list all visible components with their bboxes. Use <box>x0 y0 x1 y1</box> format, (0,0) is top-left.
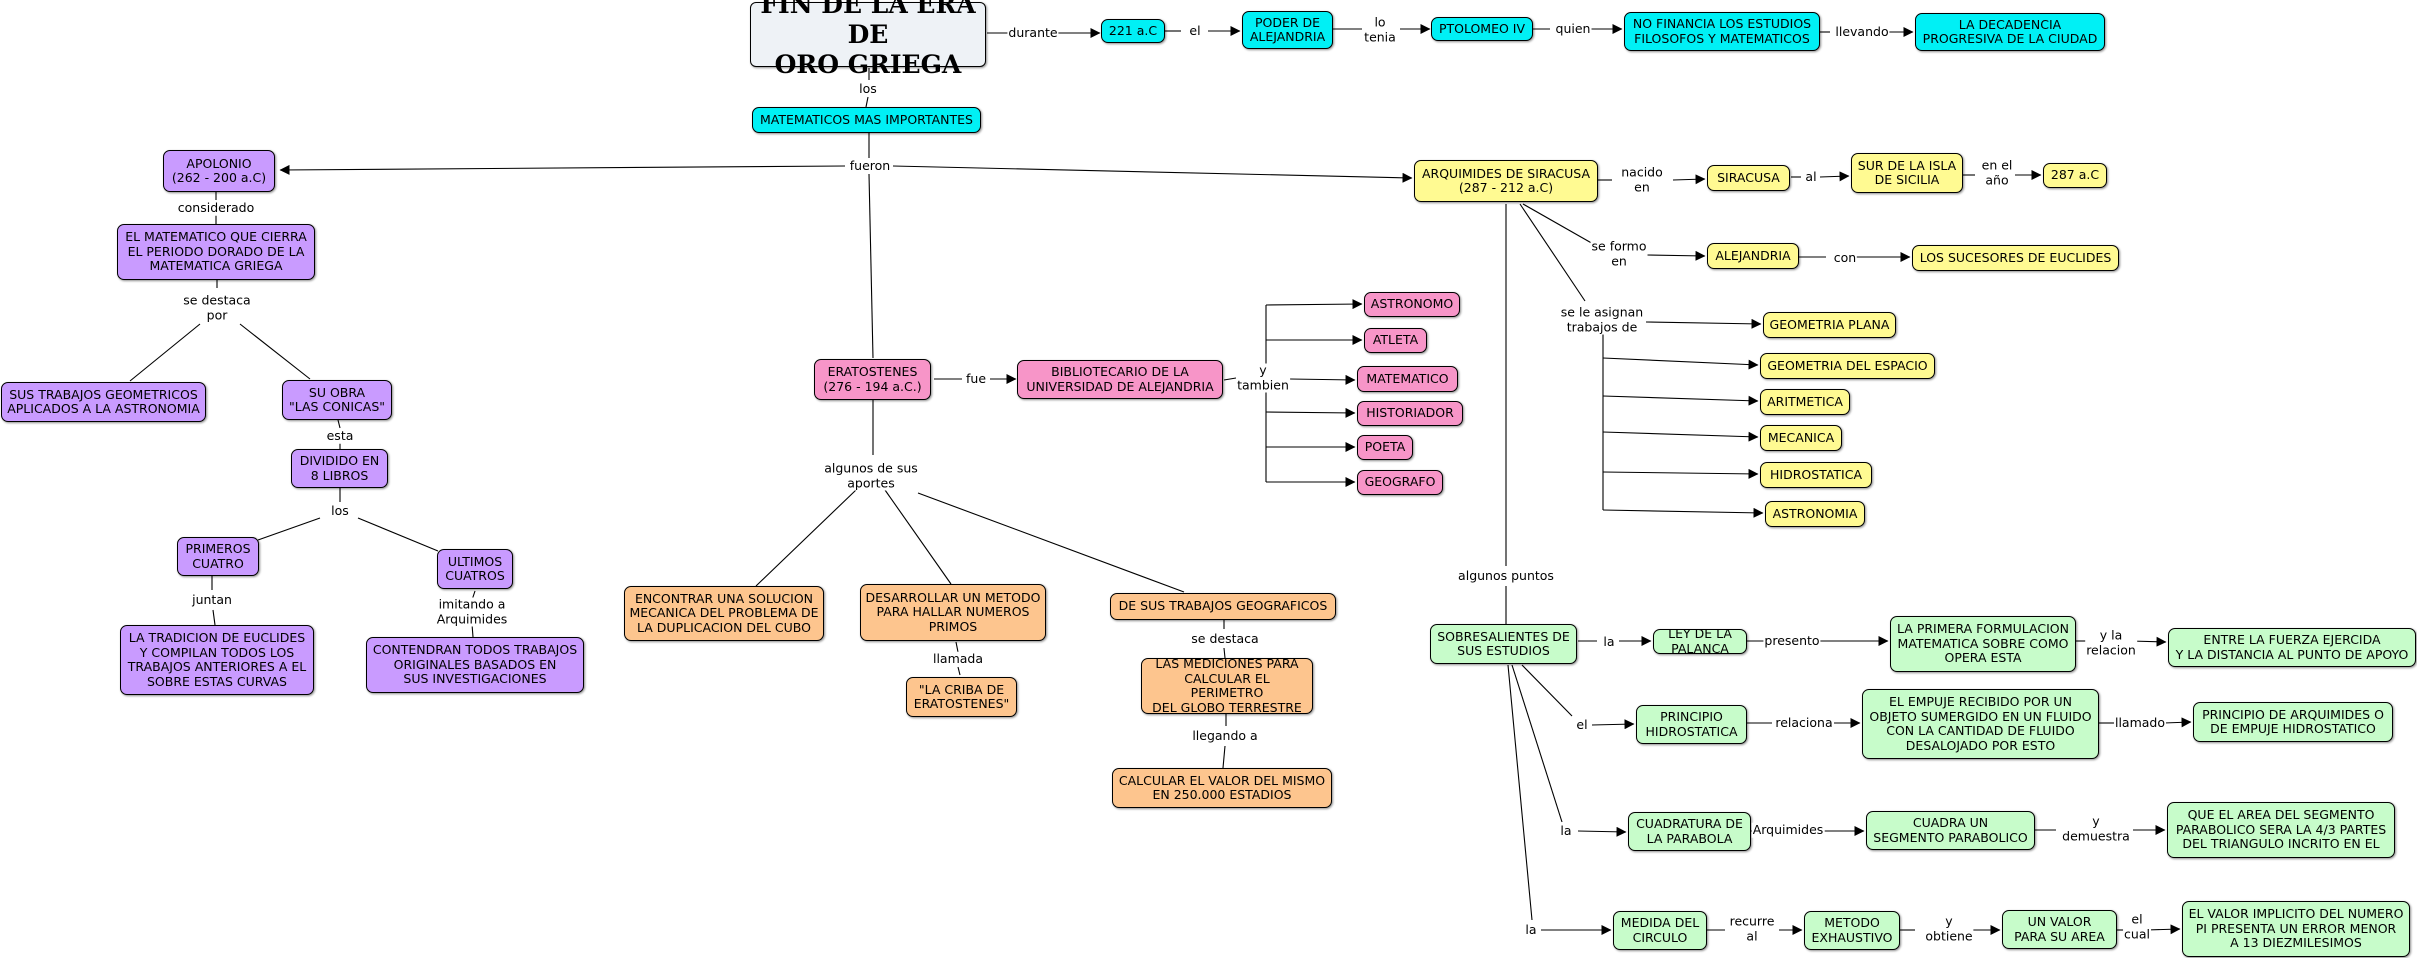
node-encontrar-solucion[interactable]: ENCONTRAR UNA SOLUCION MECANICA DEL PROB… <box>624 586 824 641</box>
link-label-llamada: llamada <box>931 650 985 667</box>
node-221-ac[interactable]: 221 a.C <box>1101 19 1165 43</box>
node-astronomo[interactable]: ASTRONOMO <box>1364 292 1460 317</box>
node-la-tradicion[interactable]: LA TRADICION DE EUCLIDES Y COMPILAN TODO… <box>120 625 314 695</box>
node-geografo[interactable]: GEOGRAFO <box>1357 470 1443 495</box>
link-label-el-principio: el <box>1575 716 1589 733</box>
node-alejandria[interactable]: ALEJANDRIA <box>1707 243 1799 269</box>
node-medida-del-circulo[interactable]: MEDIDA DEL CIRCULO <box>1613 911 1707 950</box>
node-entre-la-fuerza[interactable]: ENTRE LA FUERZA EJERCIDA Y LA DISTANCIA … <box>2168 628 2416 667</box>
link-label-y-obtiene: y obtiene <box>1924 913 1974 944</box>
link-label-presento: presento <box>1763 632 1821 649</box>
link-label-el: el <box>1188 22 1202 39</box>
link-label-se-le-asignan: se le asignan trabajos de <box>1559 304 1645 335</box>
node-title[interactable]: FIN DE LA ERA DE ORO GRIEGA <box>750 0 986 79</box>
link-label-nacido-en: nacido en <box>1620 164 1664 195</box>
link-label-llevando: llevando <box>1834 23 1890 40</box>
link-label-la-medida: la <box>1524 921 1538 938</box>
node-ptolomeo-iv[interactable]: PTOLOMEO IV <box>1431 17 1533 41</box>
link-label-los-libros: los <box>330 502 350 519</box>
node-287-ac[interactable]: 287 a.C <box>2043 163 2107 188</box>
node-primera-formulacion[interactable]: LA PRIMERA FORMULACION MATEMATICA SOBRE … <box>1890 616 2076 672</box>
node-apolonio[interactable]: APOLONIO (262 - 200 a.C) <box>163 150 275 192</box>
node-geometria-plana[interactable]: GEOMETRIA PLANA <box>1763 312 1896 338</box>
node-aritmetica[interactable]: ARITMETICA <box>1760 389 1850 415</box>
link-label-juntan: juntan <box>191 591 233 608</box>
node-no-financia[interactable]: NO FINANCIA LOS ESTUDIOS FILOSOFOS Y MAT… <box>1624 12 1820 51</box>
node-mediciones[interactable]: LAS MEDICIONES PARA CALCULAR EL PERIMETR… <box>1141 656 1313 714</box>
node-geometria-espacio[interactable]: GEOMETRIA DEL ESPACIO <box>1760 353 1935 379</box>
node-atleta[interactable]: ATLETA <box>1364 328 1427 353</box>
node-primeros-cuatro[interactable]: PRIMEROS CUATRO <box>177 537 259 576</box>
node-principio-arquimides[interactable]: PRINCIPIO DE ARQUIMIDES O DE EMPUJE HIDR… <box>2193 702 2393 742</box>
link-label-en-el-ano: en el año <box>1980 157 2014 188</box>
node-sucesores-euclides[interactable]: LOS SUCESORES DE EUCLIDES <box>1912 245 2119 271</box>
link-label-con: con <box>1832 249 1858 266</box>
link-label-aportes: algunos de sus aportes <box>823 460 919 491</box>
node-mecanica[interactable]: MECANICA <box>1760 425 1842 451</box>
node-trabajos-geograficos[interactable]: DE SUS TRABAJOS GEOGRAFICOS <box>1110 593 1336 620</box>
link-label-relaciona: relaciona <box>1774 714 1834 731</box>
node-criba[interactable]: "LA CRIBA DE ERATOSTENES" <box>906 677 1017 717</box>
node-contendran[interactable]: CONTENDRAN TODOS TRABAJOS ORIGINALES BAS… <box>366 637 584 693</box>
node-la-decadencia[interactable]: LA DECADENCIA PROGRESIVA DE LA CIUDAD <box>1915 13 2105 51</box>
node-desarrollar-metodo[interactable]: DESARROLLAR UN METODO PARA HALLAR NUMERO… <box>860 584 1046 641</box>
link-label-fueron: fueron <box>848 157 892 174</box>
node-arquimides[interactable]: ARQUIMIDES DE SIRACUSA (287 - 212 a.C) <box>1414 160 1598 202</box>
link-label-y-demuestra: y demuestra <box>2061 813 2131 844</box>
node-poeta[interactable]: POETA <box>1357 435 1413 460</box>
link-label-algunos-puntos: algunos puntos <box>1457 567 1555 584</box>
link-label-los: los <box>858 80 878 97</box>
link-label-y-la-relacion: y la relacion <box>2085 627 2137 658</box>
node-trabajos-geometricos[interactable]: SUS TRABAJOS GEOMETRICOS APLICADOS A LA … <box>1 382 206 422</box>
node-matematico[interactable]: MATEMATICO <box>1357 366 1458 392</box>
node-eratostenes[interactable]: ERATOSTENES (276 - 194 a.C.) <box>814 359 931 400</box>
node-cuadra-un-segmento[interactable]: CUADRA UN SEGMENTO PARABOLICO <box>1866 811 2035 850</box>
node-valor-pi[interactable]: EL VALOR IMPLICITO DEL NUMERO PI PRESENT… <box>2182 901 2410 957</box>
link-label-al: al <box>1804 168 1818 185</box>
link-label-recurre-al: recurre al <box>1728 913 1776 944</box>
node-matematicos-importantes[interactable]: MATEMATICOS MAS IMPORTANTES <box>752 107 981 133</box>
node-las-conicas[interactable]: SU OBRA "LAS CONICAS" <box>282 380 392 420</box>
node-cuadratura-parabola[interactable]: CUADRATURA DE LA PARABOLA <box>1628 812 1751 851</box>
link-label-esta: esta <box>325 427 355 444</box>
node-calcular-valor[interactable]: CALCULAR EL VALOR DEL MISMO EN 250.000 E… <box>1112 768 1332 808</box>
node-sobresalientes[interactable]: SOBRESALIENTES DE SUS ESTUDIOS <box>1430 624 1577 664</box>
link-label-quien: quien <box>1554 20 1592 37</box>
link-label-la-palanca: la <box>1602 633 1616 650</box>
node-sur-de-sicilia[interactable]: SUR DE LA ISLA DE SICILIA <box>1851 153 1963 193</box>
link-label-se-destaca: se destaca <box>1190 630 1260 647</box>
link-label-la-cuadratura: la <box>1559 822 1573 839</box>
node-un-valor[interactable]: UN VALOR PARA SU AREA <box>2002 910 2117 949</box>
node-ley-de-la-palanca[interactable]: LEY DE LA PALANCA <box>1653 626 1747 655</box>
link-label-considerado: considerado <box>176 199 256 216</box>
node-ultimos-cuatros[interactable]: ULTIMOS CUATROS <box>437 549 513 589</box>
node-el-matematico[interactable]: EL MATEMATICO QUE CIERRA EL PERIODO DORA… <box>117 224 315 280</box>
node-bibliotecario[interactable]: BIBLIOTECARIO DE LA UNIVERSIDAD DE ALEJA… <box>1017 360 1223 399</box>
link-label-se-destaca-por: se destaca por <box>182 292 252 323</box>
link-label-arquimides: Arquimides <box>1751 821 1825 838</box>
node-metodo-exhaustivo[interactable]: METODO EXHAUSTIVO <box>1804 911 1900 950</box>
node-historiador[interactable]: HISTORIADOR <box>1357 401 1463 426</box>
node-siracusa[interactable]: SIRACUSA <box>1707 165 1790 191</box>
link-label-lo-tenia: lo tenia <box>1363 14 1397 45</box>
node-el-empuje[interactable]: EL EMPUJE RECIBIDO POR UN OBJETO SUMERGI… <box>1862 689 2099 759</box>
link-label-llamado: llamado <box>2113 714 2167 731</box>
link-label-el-cual: el cual <box>2123 911 2151 942</box>
link-label-llegando-a: llegando a <box>1191 727 1259 744</box>
node-principio-hidrostatica[interactable]: PRINCIPIO HIDROSTATICA <box>1636 705 1747 744</box>
node-dividido-en-8-libros[interactable]: DIVIDIDO EN 8 LIBROS <box>291 449 388 488</box>
link-label-imitando: imitando a Arquimides <box>435 596 509 627</box>
node-poder-de-alejandria[interactable]: PODER DE ALEJANDRIA <box>1242 11 1333 49</box>
node-astronomia[interactable]: ASTRONOMIA <box>1765 501 1865 527</box>
link-label-y-tambien: y tambien <box>1236 362 1290 393</box>
node-hidrostatica[interactable]: HIDROSTATICA <box>1760 462 1872 488</box>
node-que-el-area[interactable]: QUE EL AREA DEL SEGMENTO PARABOLICO SERA… <box>2167 802 2395 858</box>
link-label-durante: durante <box>1007 24 1059 41</box>
link-label-fue: fue <box>964 370 988 387</box>
link-label-se-formo-en: se formo en <box>1590 238 1648 269</box>
